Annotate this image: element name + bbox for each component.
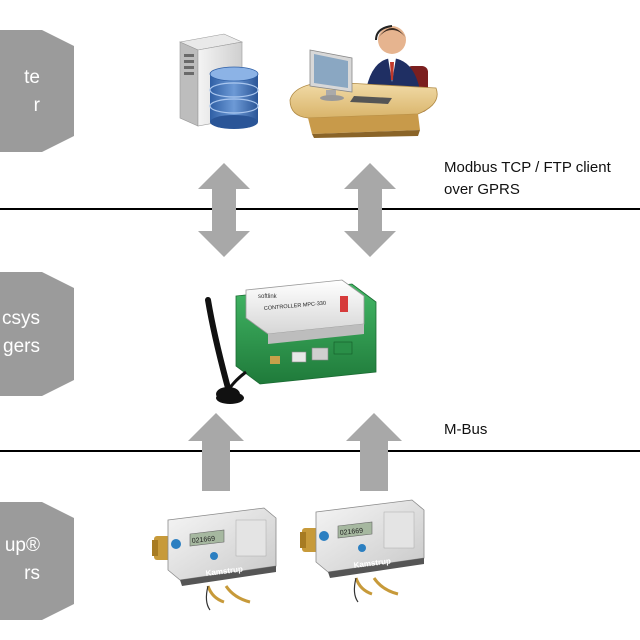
level-middle-shape [0, 272, 74, 396]
operator-icon [289, 25, 438, 138]
level-top-line-1: te [24, 67, 40, 88]
up-arrow-left-icon [188, 413, 244, 491]
link-label-lower: M-Bus [444, 419, 487, 441]
separator-line-upper [0, 208, 640, 210]
heat-meter-left-icon: 021669 Kamstrup [152, 507, 277, 611]
up-arrow-right-icon [346, 413, 402, 491]
server-icon [178, 33, 259, 129]
level-middle-label: csys gers [0, 305, 40, 361]
double-arrow-right-icon [344, 163, 396, 257]
level-top-label: te r [0, 64, 40, 120]
level-bottom-shape [0, 502, 74, 620]
link-label-upper: Modbus TCP / FTP client over GPRS [444, 157, 611, 201]
separator-line-lower [0, 450, 640, 452]
link-label-upper-line-2: over GPRS [444, 181, 520, 198]
data-logger-icon: softlink CONTROLLER MPC-330 [216, 279, 377, 404]
link-label-upper-line-1: Modbus TCP / FTP client [444, 159, 611, 176]
level-bottom-line-1: up® [4, 535, 40, 556]
level-bottom-label: up® rs [0, 532, 40, 588]
level-top-shape [0, 30, 74, 152]
heat-meter-right-icon: 021669 Kamstrup [300, 499, 425, 603]
double-arrow-left-icon [198, 163, 250, 257]
meter-right-reading: 021669 [339, 528, 363, 537]
level-bottom-line-2: rs [24, 563, 40, 584]
antenna-icon [205, 297, 240, 401]
level-top-line-2: r [33, 95, 40, 116]
level-middle-line-1: csys [2, 308, 40, 329]
controller-brand-text: softlink [258, 294, 278, 300]
link-label-lower-line-1: M-Bus [444, 421, 488, 438]
controller-model-text: CONTROLLER MPC-330 [264, 301, 327, 312]
level-middle-line-2: gers [3, 336, 40, 357]
meter-left-reading: 021669 [191, 536, 215, 545]
